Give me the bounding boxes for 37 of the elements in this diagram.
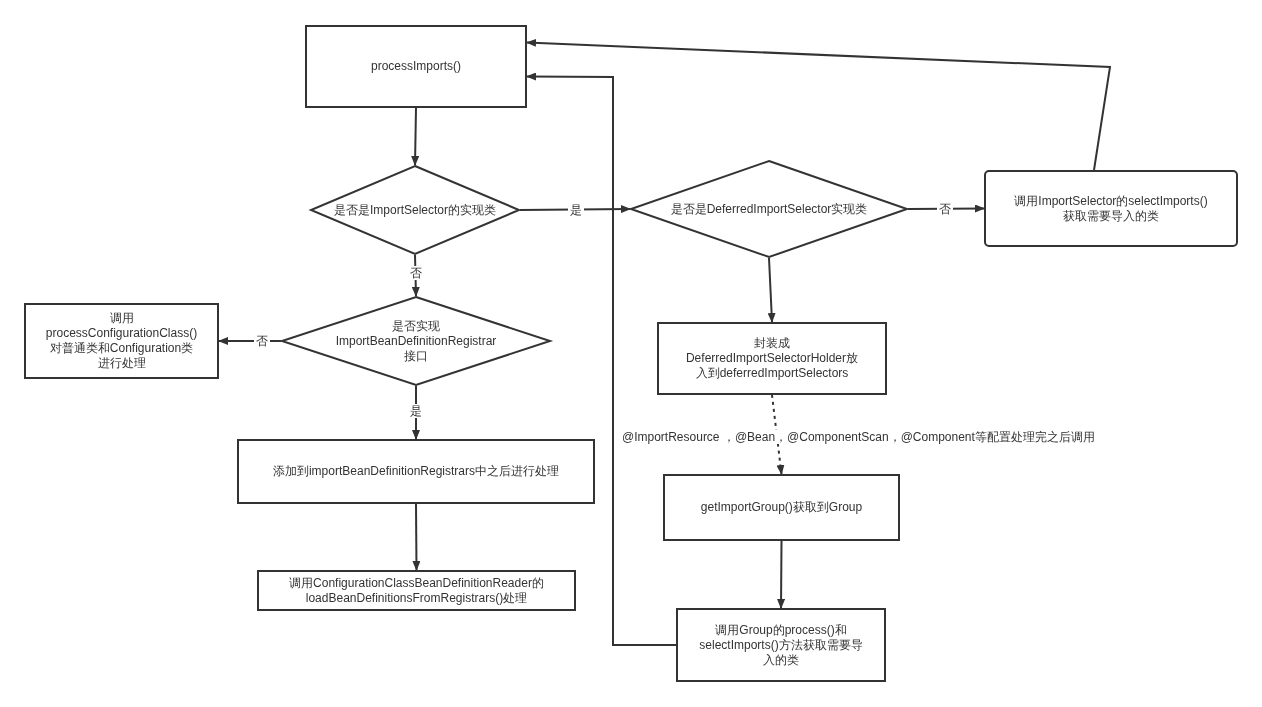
arrow — [767, 257, 776, 323]
node-text: 封装成DeferredImportSelectorHolder放入到deferredImportSelectors — [684, 336, 860, 381]
arrow — [519, 205, 631, 214]
node-text: 是否是ImportSelector的实现类 — [333, 202, 497, 218]
process-box — [676, 608, 886, 682]
node-text: 是否是DeferredImportSelector实现类 — [669, 201, 869, 217]
arrow — [526, 38, 1112, 171]
edge-label: 是 — [568, 203, 584, 217]
node-text: processImports() — [370, 59, 462, 74]
node-text: 调用Group的process()和selectImports()方法获取需要导入的类 — [698, 622, 864, 668]
process-box — [305, 25, 527, 108]
arrow — [412, 503, 421, 571]
process-box — [24, 303, 219, 379]
node-text: 调用ConfigurationClassBeanDefinitionReader的loadBeanDefinitionsFromRegistrars()处理 — [288, 575, 545, 606]
decision-diamond — [630, 160, 908, 258]
edge-label: 否 — [408, 266, 424, 280]
decision-diamond — [310, 165, 520, 255]
edge-label: 是 — [408, 404, 424, 418]
process-box — [657, 322, 887, 395]
arrow — [907, 204, 985, 213]
node-text: getImportGroup()获取到Group — [699, 500, 864, 515]
arrow — [777, 540, 786, 609]
arrow — [411, 107, 420, 166]
edge-label: @ImportResource ，@Bean，@ComponentScan，@Component等配置处理完之后调用 — [620, 430, 1097, 444]
process-box — [663, 474, 900, 541]
node-text: 调用ImportSelector的selectImports()获取需要导入的类 — [1013, 193, 1209, 224]
edge-label: 否 — [937, 202, 953, 216]
process-box — [984, 170, 1238, 247]
process-box — [257, 570, 576, 611]
process-box — [237, 439, 595, 504]
decision-diamond — [281, 296, 551, 386]
node-text: 添加到importBeanDefinitionRegistrars中之后进行处理 — [271, 464, 561, 479]
node-text: 调用processConfigurationClass()对普通类和Configuration类进行处理 — [44, 311, 199, 371]
edge-label: 否 — [254, 334, 270, 348]
dashed-arrow — [771, 394, 785, 475]
node-text: 是否实现ImportBeanDefinitionRegistrar接口 — [334, 318, 498, 364]
arrow — [526, 72, 677, 646]
